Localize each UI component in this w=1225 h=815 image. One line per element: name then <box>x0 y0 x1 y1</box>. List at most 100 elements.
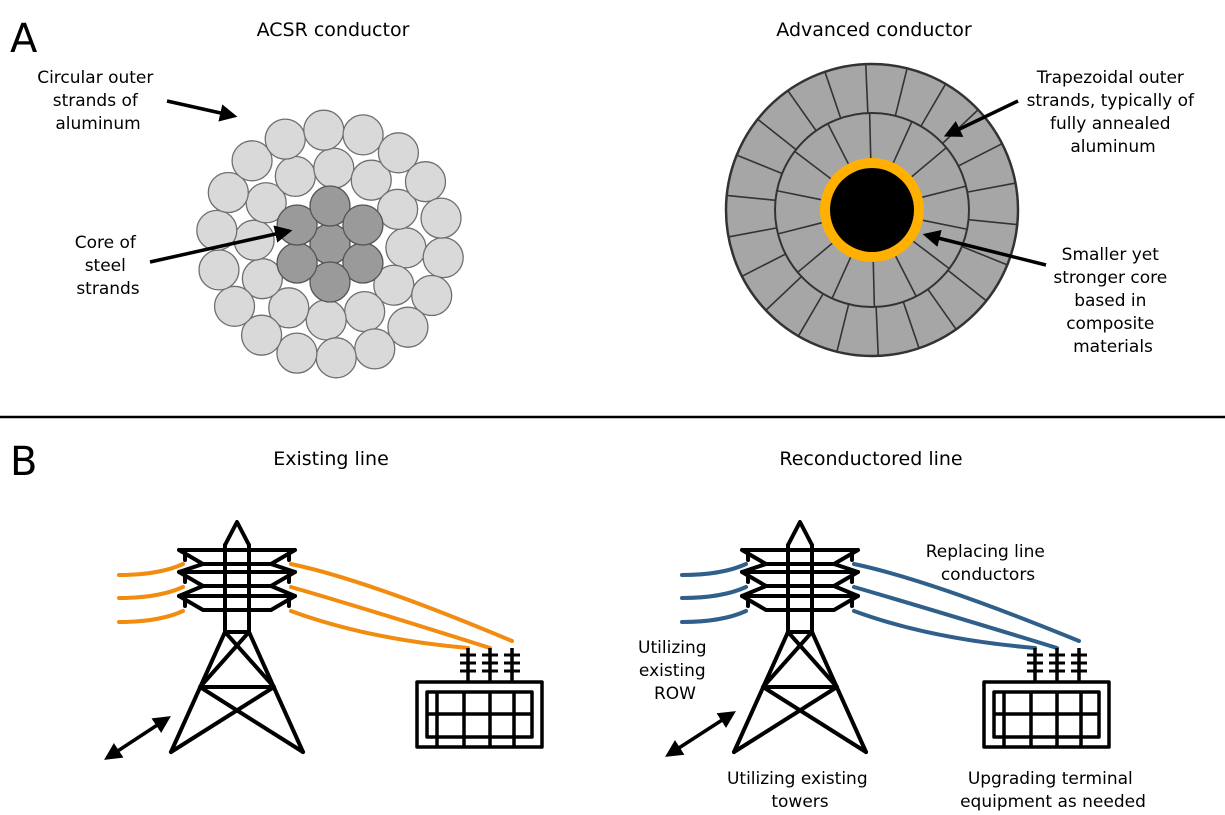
strand-divider <box>824 71 842 119</box>
conductor-span-right <box>289 609 470 650</box>
strand-divider <box>968 218 1018 226</box>
conductor-span-right <box>289 585 492 650</box>
aluminum-strand <box>387 306 429 348</box>
aluminum-strand <box>313 147 355 189</box>
aluminum-strand <box>377 132 420 174</box>
strand-divider <box>875 306 880 356</box>
strand-divider <box>894 68 908 117</box>
panel-a-letter: A <box>10 16 38 62</box>
aluminum-strand <box>274 155 316 198</box>
existing-line-title: Existing line <box>273 448 389 470</box>
strand-divider <box>927 288 957 330</box>
conductor-span-left <box>117 609 185 624</box>
strand-divider <box>726 194 776 202</box>
steel-strand <box>342 204 384 246</box>
conductor-span-right <box>852 562 1081 643</box>
strand-divider <box>787 90 817 132</box>
advanced-outer-label: Trapezoidal outer strands, typically of … <box>1027 68 1200 157</box>
strand-divider <box>872 259 876 307</box>
acsr-title: ACSR conductor <box>257 19 410 41</box>
aluminum-strand <box>305 299 347 341</box>
existing-row-label: Utilizing existing ROW <box>638 638 712 704</box>
steel-strand <box>309 185 351 227</box>
replacing-conductors-label: Replacing line conductors <box>926 542 1051 585</box>
transmission-tower <box>732 520 868 754</box>
aluminum-strand <box>231 140 273 182</box>
strand-divider <box>894 254 917 297</box>
strand-divider <box>797 241 835 273</box>
strand-divider <box>868 113 872 161</box>
advanced-outer-arrow <box>943 99 1019 137</box>
strand-divider <box>831 255 853 299</box>
strand-divider <box>728 227 777 238</box>
strand-divider <box>794 150 833 181</box>
strand-divider <box>797 293 824 337</box>
conductor-span-left <box>117 585 185 600</box>
panel-b-letter: B <box>10 439 37 485</box>
aluminum-strand <box>198 249 240 291</box>
conductor-span-left <box>680 562 748 577</box>
aluminum-strand <box>240 314 283 356</box>
acsr-core-arrow <box>149 225 293 264</box>
aluminum-strand <box>213 285 256 327</box>
row-arrow <box>104 716 171 760</box>
conductor-span-left <box>117 562 185 577</box>
existing-towers-label: Utilizing existing towers <box>727 769 873 812</box>
advanced-core-arrow <box>922 229 1047 267</box>
aluminum-strand <box>342 114 384 156</box>
advanced-cross-section <box>724 62 1020 358</box>
aluminum-strand <box>404 161 447 203</box>
reconductored-line-scene <box>665 520 1111 757</box>
acsr-outer-arrow <box>166 99 238 122</box>
aluminum-strand <box>385 227 427 269</box>
aluminum-strand <box>344 290 386 333</box>
aluminum-strand <box>268 287 310 329</box>
advanced-title: Advanced conductor <box>776 19 972 41</box>
aluminum-strand <box>420 197 462 239</box>
advanced-section: Advanced conductor Trapezoidal outer str… <box>724 19 1200 358</box>
strand-divider <box>947 269 987 302</box>
transmission-tower <box>169 520 305 754</box>
terminal-equipment-label: Upgrading terminal equipment as needed <box>960 769 1146 812</box>
steel-strand <box>276 242 318 284</box>
line-conductors <box>117 562 514 650</box>
conductor-span-right <box>852 609 1037 650</box>
line-conductors <box>680 562 1081 650</box>
conductor-span-left <box>680 609 748 624</box>
terminal-equipment <box>415 648 544 749</box>
strand-divider <box>902 301 920 349</box>
advanced-core-label: Smaller yet stronger core based in compo… <box>1053 245 1172 357</box>
strand-divider <box>777 221 824 235</box>
strand-divider <box>958 143 1003 167</box>
aluminum-strand <box>350 159 392 201</box>
acsr-section: ACSR conductor Circular outer strands of… <box>37 19 464 379</box>
strand-divider <box>864 64 869 114</box>
strand-divider <box>765 276 803 311</box>
aluminum-strand <box>354 328 396 370</box>
aluminum-strand <box>422 236 464 279</box>
acsr-core-label: Core of steel strands <box>75 233 142 299</box>
composite-core <box>830 168 914 252</box>
aluminum-strand <box>207 171 249 214</box>
conductor-span-right <box>852 585 1059 650</box>
steel-strand <box>309 261 351 303</box>
strand-divider <box>920 83 947 127</box>
existing-line-scene <box>104 520 544 760</box>
strand-divider <box>836 303 850 352</box>
strand-divider <box>911 239 950 270</box>
strand-divider <box>909 147 947 179</box>
strand-divider <box>961 245 1008 266</box>
strand-divider <box>967 182 1016 193</box>
aluminum-strand <box>196 209 238 252</box>
strand-divider <box>736 154 783 175</box>
aluminum-strand <box>376 188 419 230</box>
acsr-outer-label: Circular outer strands of aluminum <box>37 68 159 134</box>
conductor-span-left <box>680 585 748 600</box>
strand-divider <box>920 185 967 199</box>
aluminum-strand <box>315 337 357 379</box>
aluminum-strand <box>411 274 453 317</box>
row-arrow <box>665 711 736 757</box>
reconductored-line-title: Reconductored line <box>779 448 962 470</box>
strand-divider <box>757 118 797 151</box>
